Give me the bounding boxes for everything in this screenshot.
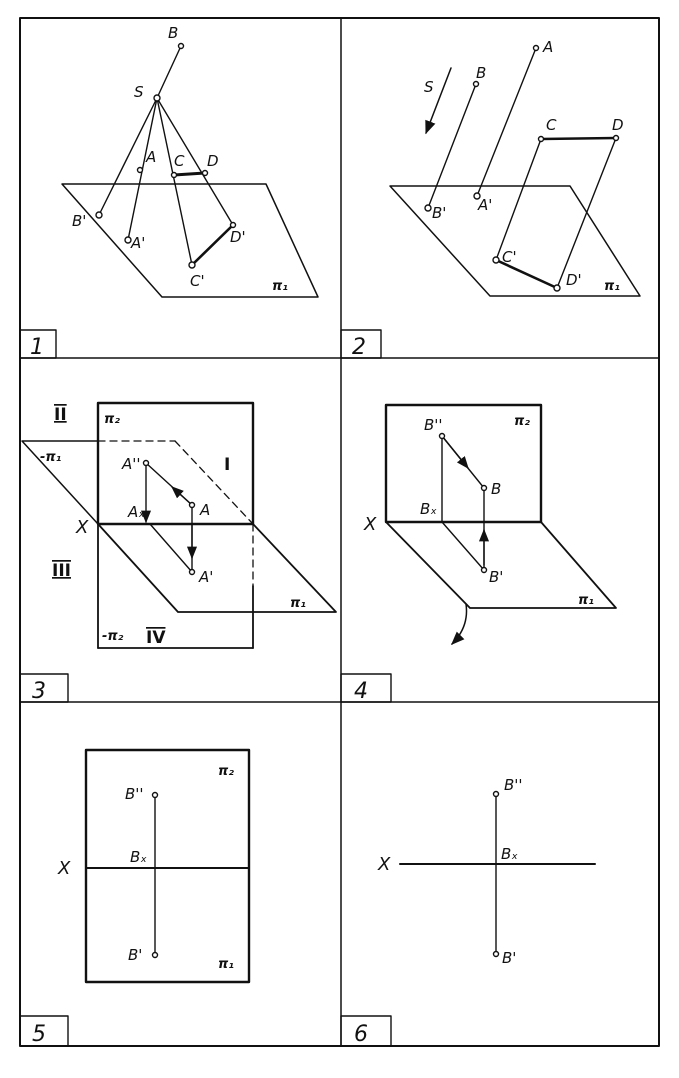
projector-sd1 bbox=[156, 97, 234, 226]
plane-minus-pi1 bbox=[21, 440, 99, 525]
plane-pi1 bbox=[389, 185, 641, 297]
label-b: B bbox=[476, 64, 486, 82]
panel-5-epure-frame: B'' π₂ X Bₓ B' π₁ 5 bbox=[19, 748, 251, 1047]
label-d: D bbox=[207, 152, 219, 170]
label-c: C bbox=[546, 116, 557, 134]
label-a: A bbox=[199, 501, 210, 519]
panel-2-parallel-projection: A B S C D B' A' C' D' π₁ 2 bbox=[340, 38, 641, 360]
label-s: S bbox=[134, 83, 144, 101]
label-plane-pi1: π₁ bbox=[272, 279, 288, 294]
segment-c1d1 bbox=[190, 223, 235, 267]
label-pi2: π₂ bbox=[104, 412, 120, 427]
panel-number-1: 1 bbox=[30, 335, 44, 360]
plane-pi1 bbox=[97, 523, 337, 613]
projector-bb1 bbox=[427, 83, 477, 209]
label-x-axis: X bbox=[75, 517, 89, 538]
label-pi1: π₁ bbox=[218, 957, 234, 972]
label-b-double-prime: B'' bbox=[424, 416, 443, 434]
label-bx: Bₓ bbox=[420, 500, 437, 518]
label-quadrant-ii: II bbox=[54, 405, 67, 425]
projector-dd1 bbox=[556, 137, 617, 289]
panel-number-4: 4 bbox=[354, 679, 368, 704]
plane-pi1 bbox=[61, 183, 319, 298]
label-b-prime: B' bbox=[489, 568, 503, 586]
label-c-prime: C' bbox=[502, 248, 517, 266]
panel-3-quadrants: II I III IV π₂ -π₁ -π₂ π₁ A'' A Aₓ A' X … bbox=[19, 401, 337, 704]
label-a-prime: A' bbox=[477, 196, 492, 214]
label-ax: Aₓ bbox=[127, 503, 145, 521]
label-s: S bbox=[424, 78, 434, 96]
label-x-axis: X bbox=[57, 858, 71, 879]
label-b: B bbox=[491, 480, 501, 498]
projector-aa1 bbox=[476, 47, 537, 197]
label-c-prime: C' bbox=[190, 272, 205, 290]
panel-number-6: 6 bbox=[354, 1022, 368, 1047]
panel-number-3: 3 bbox=[32, 679, 46, 704]
label-a-prime: A' bbox=[130, 234, 145, 252]
panel-6-epure: B'' X Bₓ B' 6 bbox=[340, 776, 596, 1047]
label-minus-pi2: -π₂ bbox=[102, 629, 124, 644]
label-b-prime: B' bbox=[72, 212, 86, 230]
label-pi2: π₂ bbox=[218, 764, 234, 779]
label-c: C bbox=[174, 152, 185, 170]
label-b-prime: B' bbox=[432, 204, 446, 222]
projector-sc1 bbox=[156, 97, 193, 266]
label-d-prime: D' bbox=[230, 228, 246, 246]
label-x-axis: X bbox=[363, 514, 377, 535]
label-pi1: π₁ bbox=[578, 593, 594, 608]
label-a: A bbox=[542, 38, 553, 56]
segment-c1d1 bbox=[494, 258, 559, 290]
projector-cc1 bbox=[495, 138, 542, 261]
sheet-frame bbox=[19, 17, 660, 1047]
label-plane-pi1: π₁ bbox=[604, 279, 620, 294]
label-a-prime: A' bbox=[198, 568, 213, 586]
label-a: A bbox=[145, 148, 156, 166]
label-quadrant-i: I bbox=[224, 455, 230, 475]
segment-cd bbox=[539, 136, 618, 141]
label-b: B bbox=[168, 24, 178, 42]
segment-cd bbox=[172, 171, 207, 177]
label-a-double-prime: A'' bbox=[121, 455, 141, 473]
plane-pi1 bbox=[385, 521, 617, 609]
label-b-prime: B' bbox=[502, 949, 516, 967]
label-b-prime: B' bbox=[128, 946, 142, 964]
label-minus-pi1: -π₁ bbox=[40, 450, 62, 465]
label-quadrant-iv: IV bbox=[146, 628, 166, 648]
projector-sb bbox=[156, 45, 182, 99]
panel-4-rotation: B'' π₂ B Bₓ X B' π₁ 4 bbox=[340, 403, 617, 704]
label-d-prime: D' bbox=[566, 271, 582, 289]
label-x-axis: X bbox=[377, 854, 391, 875]
rotation-arrow bbox=[451, 603, 468, 645]
projector-sb1 bbox=[98, 97, 158, 216]
panel-number-2: 2 bbox=[352, 335, 366, 360]
label-d: D bbox=[612, 116, 624, 134]
label-pi2: π₂ bbox=[514, 414, 530, 429]
label-pi1: π₁ bbox=[290, 596, 306, 611]
label-b-double-prime: B'' bbox=[125, 785, 144, 803]
label-bx: Bₓ bbox=[130, 848, 147, 866]
panel-1-central-projection: B S A C D B' A' C' D' π₁ 1 bbox=[19, 24, 319, 360]
label-quadrant-iii: III bbox=[52, 561, 71, 581]
panel-number-5: 5 bbox=[32, 1022, 46, 1047]
plane-pi2 bbox=[384, 403, 543, 524]
label-b-double-prime: B'' bbox=[504, 776, 523, 794]
label-bx: Bₓ bbox=[501, 845, 518, 863]
epure-frame bbox=[84, 748, 251, 984]
direction-s-arrow bbox=[425, 67, 452, 135]
